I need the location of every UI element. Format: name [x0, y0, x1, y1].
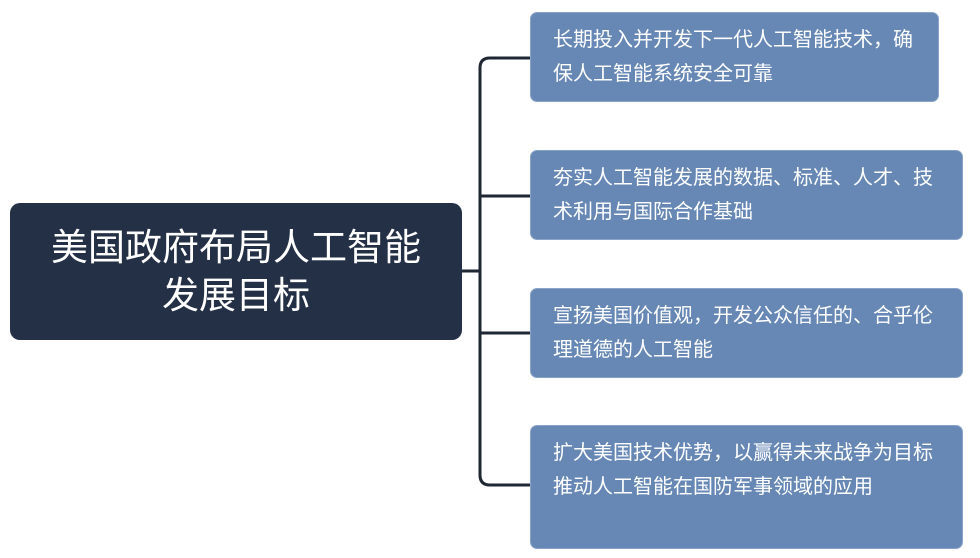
goal-node-3: 宣扬美国价值观，开发公众信任的、合乎伦理道德的人工智能: [530, 288, 963, 378]
goal-label: 长期投入并开发下一代人工智能技术，确保人工智能系统安全可靠: [553, 27, 913, 85]
goal-label: 扩大美国技术优势，以赢得未来战争为目标推动人工智能在国防军事领域的应用: [553, 440, 933, 498]
goal-node-4: 扩大美国技术优势，以赢得未来战争为目标推动人工智能在国防军事领域的应用: [530, 425, 963, 549]
root-node: 美国政府布局人工智能发展目标: [10, 203, 462, 340]
goal-node-1: 长期投入并开发下一代人工智能技术，确保人工智能系统安全可靠: [530, 12, 939, 102]
root-label: 美国政府布局人工智能发展目标: [51, 225, 421, 317]
goal-label: 夯实人工智能发展的数据、标准、人才、技术利用与国际合作基础: [553, 165, 933, 223]
goal-node-2: 夯实人工智能发展的数据、标准、人才、技术利用与国际合作基础: [530, 150, 963, 240]
goal-label: 宣扬美国价值观，开发公众信任的、合乎伦理道德的人工智能: [553, 303, 933, 361]
